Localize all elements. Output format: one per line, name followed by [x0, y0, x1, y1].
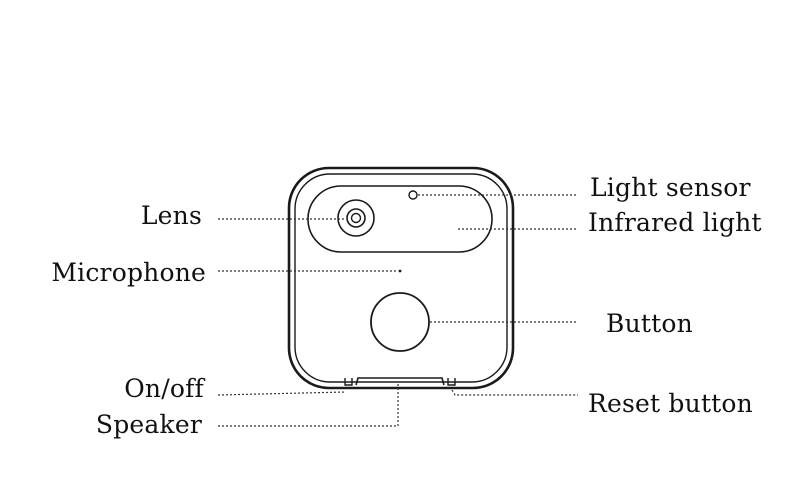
label-microphone: Microphone — [51, 258, 206, 287]
label-button: Button — [606, 309, 693, 338]
label-infrared-light: Infrared light — [588, 208, 762, 237]
label-lens: Lens — [140, 201, 202, 230]
leader-on-off — [217, 391, 347, 396]
leader-speaker — [218, 382, 399, 427]
label-reset-button: Reset button — [588, 389, 753, 418]
label-speaker: Speaker — [95, 410, 202, 439]
light-sensor-dot — [408, 190, 418, 200]
label-on-off: On/off — [124, 374, 204, 403]
leader-lines — [217, 194, 578, 427]
lens-inner-ring — [350, 212, 362, 224]
label-light-sensor: Light sensor — [590, 173, 751, 202]
microphone-dot — [398, 269, 402, 273]
camera-body-inner-outline — [294, 173, 508, 383]
bottom-details — [344, 377, 456, 386]
lens — [337, 199, 375, 237]
main-button — [370, 292, 430, 352]
leader-reset-button — [451, 389, 578, 396]
on-off-switch — [344, 378, 353, 386]
reset-button-slot — [447, 378, 456, 386]
speaker-slot — [355, 377, 445, 386]
